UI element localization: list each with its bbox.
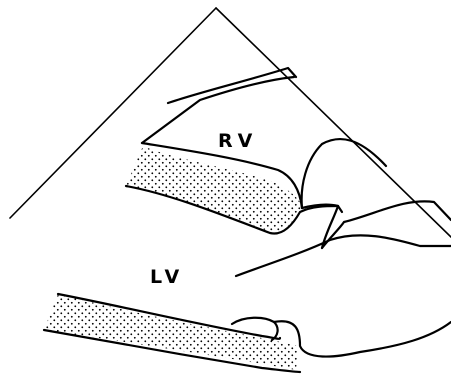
aortic-root-upper: [322, 201, 451, 248]
posterior-wall-stipple: [44, 294, 298, 370]
aortic-root-lower: [236, 235, 451, 276]
posterior-av-groove: [274, 321, 451, 356]
rv-free-wall-outer: [168, 68, 296, 103]
rv-label: RV: [218, 130, 257, 152]
tricuspid-region: [302, 139, 386, 208]
lv-label: LV: [150, 266, 184, 288]
septum-stipple: [126, 146, 302, 232]
